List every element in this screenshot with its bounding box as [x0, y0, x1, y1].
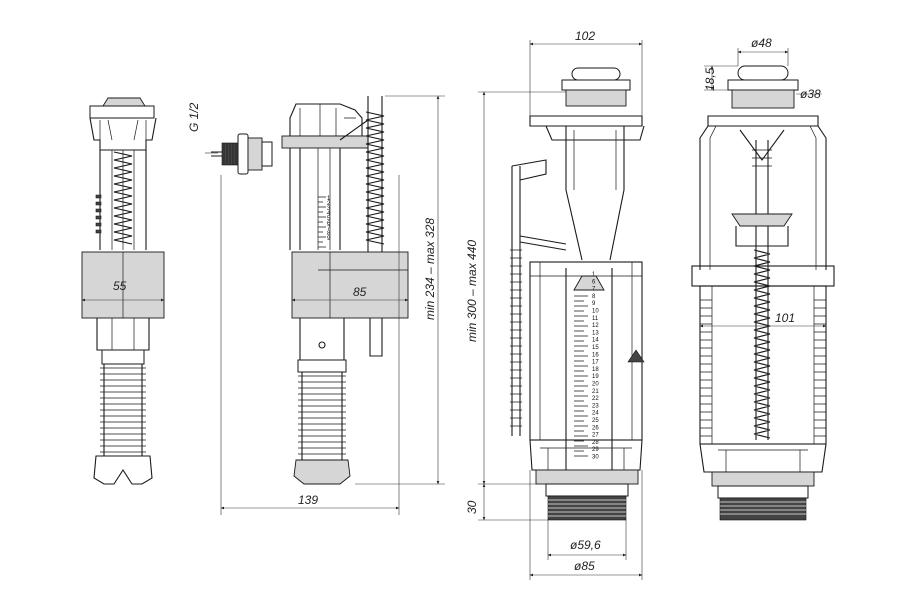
scale-b-label-9: 9 [592, 301, 596, 307]
dim-30: 30 [465, 500, 479, 514]
scale-a-label-3: 3 [327, 206, 331, 212]
dim-101: 101 [775, 311, 795, 325]
dim-18-5: 18,5 [703, 67, 717, 91]
scale-a-label-1: 1 [327, 196, 331, 202]
dim-102: 102 [575, 29, 595, 43]
scale-a-label-6: 6 [327, 221, 331, 227]
dim-d59-6: ø59,6 [570, 538, 601, 552]
scale-b-label-30: 30 [592, 455, 599, 461]
fill-valve-side-view [205, 95, 445, 515]
scale-a-label-2: 2 [327, 201, 331, 207]
scale-b-label-20: 20 [592, 382, 599, 388]
scale-b-label-21: 21 [592, 389, 599, 395]
scale-b-label-19: 19 [592, 374, 599, 380]
scale-b-label-29: 29 [592, 447, 599, 453]
dim-d85: ø85 [574, 559, 595, 573]
scale-b-label-7: 7 [592, 287, 596, 293]
scale-b-label-10: 10 [592, 309, 599, 315]
scale-a-label-7: 7 [327, 226, 331, 232]
scale-b-label-26: 26 [592, 425, 599, 431]
scale-a-label-9: 9 [327, 236, 331, 242]
scale-b-label-6: 6 [592, 279, 596, 285]
scale-a-label-5: 5 [327, 216, 331, 222]
scale-b-label-24: 24 [592, 411, 599, 417]
scale-a-label-4: 4 [327, 211, 331, 217]
scale-b-label-15: 15 [592, 345, 599, 351]
scale-b-label-1: 1 [592, 272, 596, 278]
scale-b-label-27: 27 [592, 433, 599, 439]
flush-valve-side-view [478, 40, 645, 580]
dim-139: 139 [298, 493, 318, 507]
flush-valve-scale-labels: 1678910111213141516171819202122232425262… [592, 272, 599, 461]
fill-valve-front-view [81, 97, 165, 485]
scale-b-label-11: 11 [592, 316, 599, 322]
scale-b-label-8: 8 [592, 294, 596, 300]
scale-b-label-23: 23 [592, 403, 599, 409]
scale-b-label-17: 17 [592, 360, 599, 366]
dim-valve-height: min 234 – max 328 [423, 218, 437, 320]
scale-b-label-14: 14 [592, 338, 599, 344]
dim-g-thread: G 1/2 [187, 102, 201, 132]
dim-d38: ø38 [800, 87, 821, 101]
dim-flush-height: min 300 – max 440 [465, 240, 479, 342]
scale-a-label-8: 8 [327, 231, 331, 237]
dimension-labels: 55 85 139 G 1/2 min 234 – max 328 102 mi… [113, 29, 821, 573]
scale-b-label-18: 18 [592, 367, 599, 373]
dim-85: 85 [353, 285, 367, 299]
scale-b-label-16: 16 [592, 352, 599, 358]
dim-55: 55 [113, 279, 127, 293]
scale-b-label-22: 22 [592, 396, 599, 402]
dim-d48: ø48 [751, 36, 772, 50]
scale-b-label-12: 12 [592, 323, 599, 329]
scale-b-label-25: 25 [592, 418, 599, 424]
scale-b-label-13: 13 [592, 330, 599, 336]
flush-valve-front-view [691, 48, 835, 521]
scale-b-label-28: 28 [592, 440, 599, 446]
